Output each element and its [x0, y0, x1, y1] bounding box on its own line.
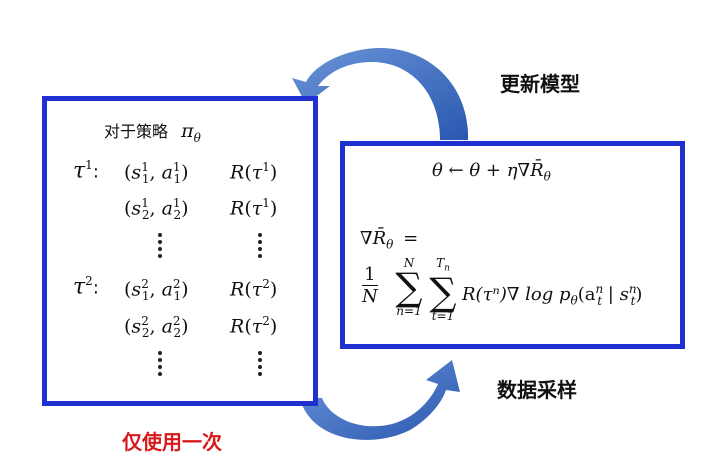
tau-symbol: τ — [73, 274, 86, 300]
traj2-row2-reward: R(τ2) — [230, 314, 278, 338]
update-model-label: 更新模型 — [500, 72, 580, 96]
policy-caption-text: 对于策略 — [104, 122, 169, 141]
gradient-lhs: ∇R̄θ = — [360, 228, 419, 252]
use-once-label: 仅使用一次 — [122, 430, 222, 454]
sum-over-n: N ∑ n=1 — [395, 256, 423, 318]
data-sampling-arrow — [300, 360, 460, 440]
policy-caption: 对于策略 πθ — [104, 118, 201, 145]
update-rule: θ ← θ + η∇R̄θ — [432, 160, 551, 184]
gradient-update-box — [340, 141, 685, 349]
tau-sup: 2 — [85, 274, 93, 288]
tau-sup: 1 — [85, 158, 93, 172]
traj1-row2-state-action: (s12, a12) — [124, 196, 189, 223]
traj1-row2-reward: R(τ1) — [230, 196, 278, 220]
traj2-vdots-right — [258, 348, 262, 379]
pi-symbol: π — [181, 120, 194, 142]
sum-over-t: Tn ∑ t=1 — [429, 256, 457, 324]
traj1-vdots-right — [258, 230, 262, 261]
data-sampling-label: 数据采样 — [497, 378, 577, 402]
trajectory-box — [42, 96, 318, 406]
fraction-one-over-n: 1 N — [362, 264, 378, 307]
traj2-vdots-left — [158, 348, 162, 379]
policy-symbol: πθ — [181, 120, 201, 145]
tau2-label: τ2: — [73, 274, 99, 300]
tau-symbol: τ — [73, 158, 86, 184]
tau1-label: τ1: — [73, 158, 99, 184]
traj2-row1-reward: R(τ2) — [230, 277, 278, 301]
traj1-row1-reward: R(τ1) — [230, 160, 278, 184]
traj2-row1-state-action: (s21, a21) — [124, 277, 189, 304]
update-model-arrow — [292, 47, 469, 140]
traj1-row1-state-action: (s11, a11) — [124, 160, 189, 187]
pi-sub: θ — [193, 130, 201, 145]
traj2-row2-state-action: (s22, a22) — [124, 314, 189, 341]
summand-expression: R(τⁿ)∇ log pθ(ant | snt) — [462, 282, 643, 308]
traj1-vdots-left — [158, 230, 162, 261]
